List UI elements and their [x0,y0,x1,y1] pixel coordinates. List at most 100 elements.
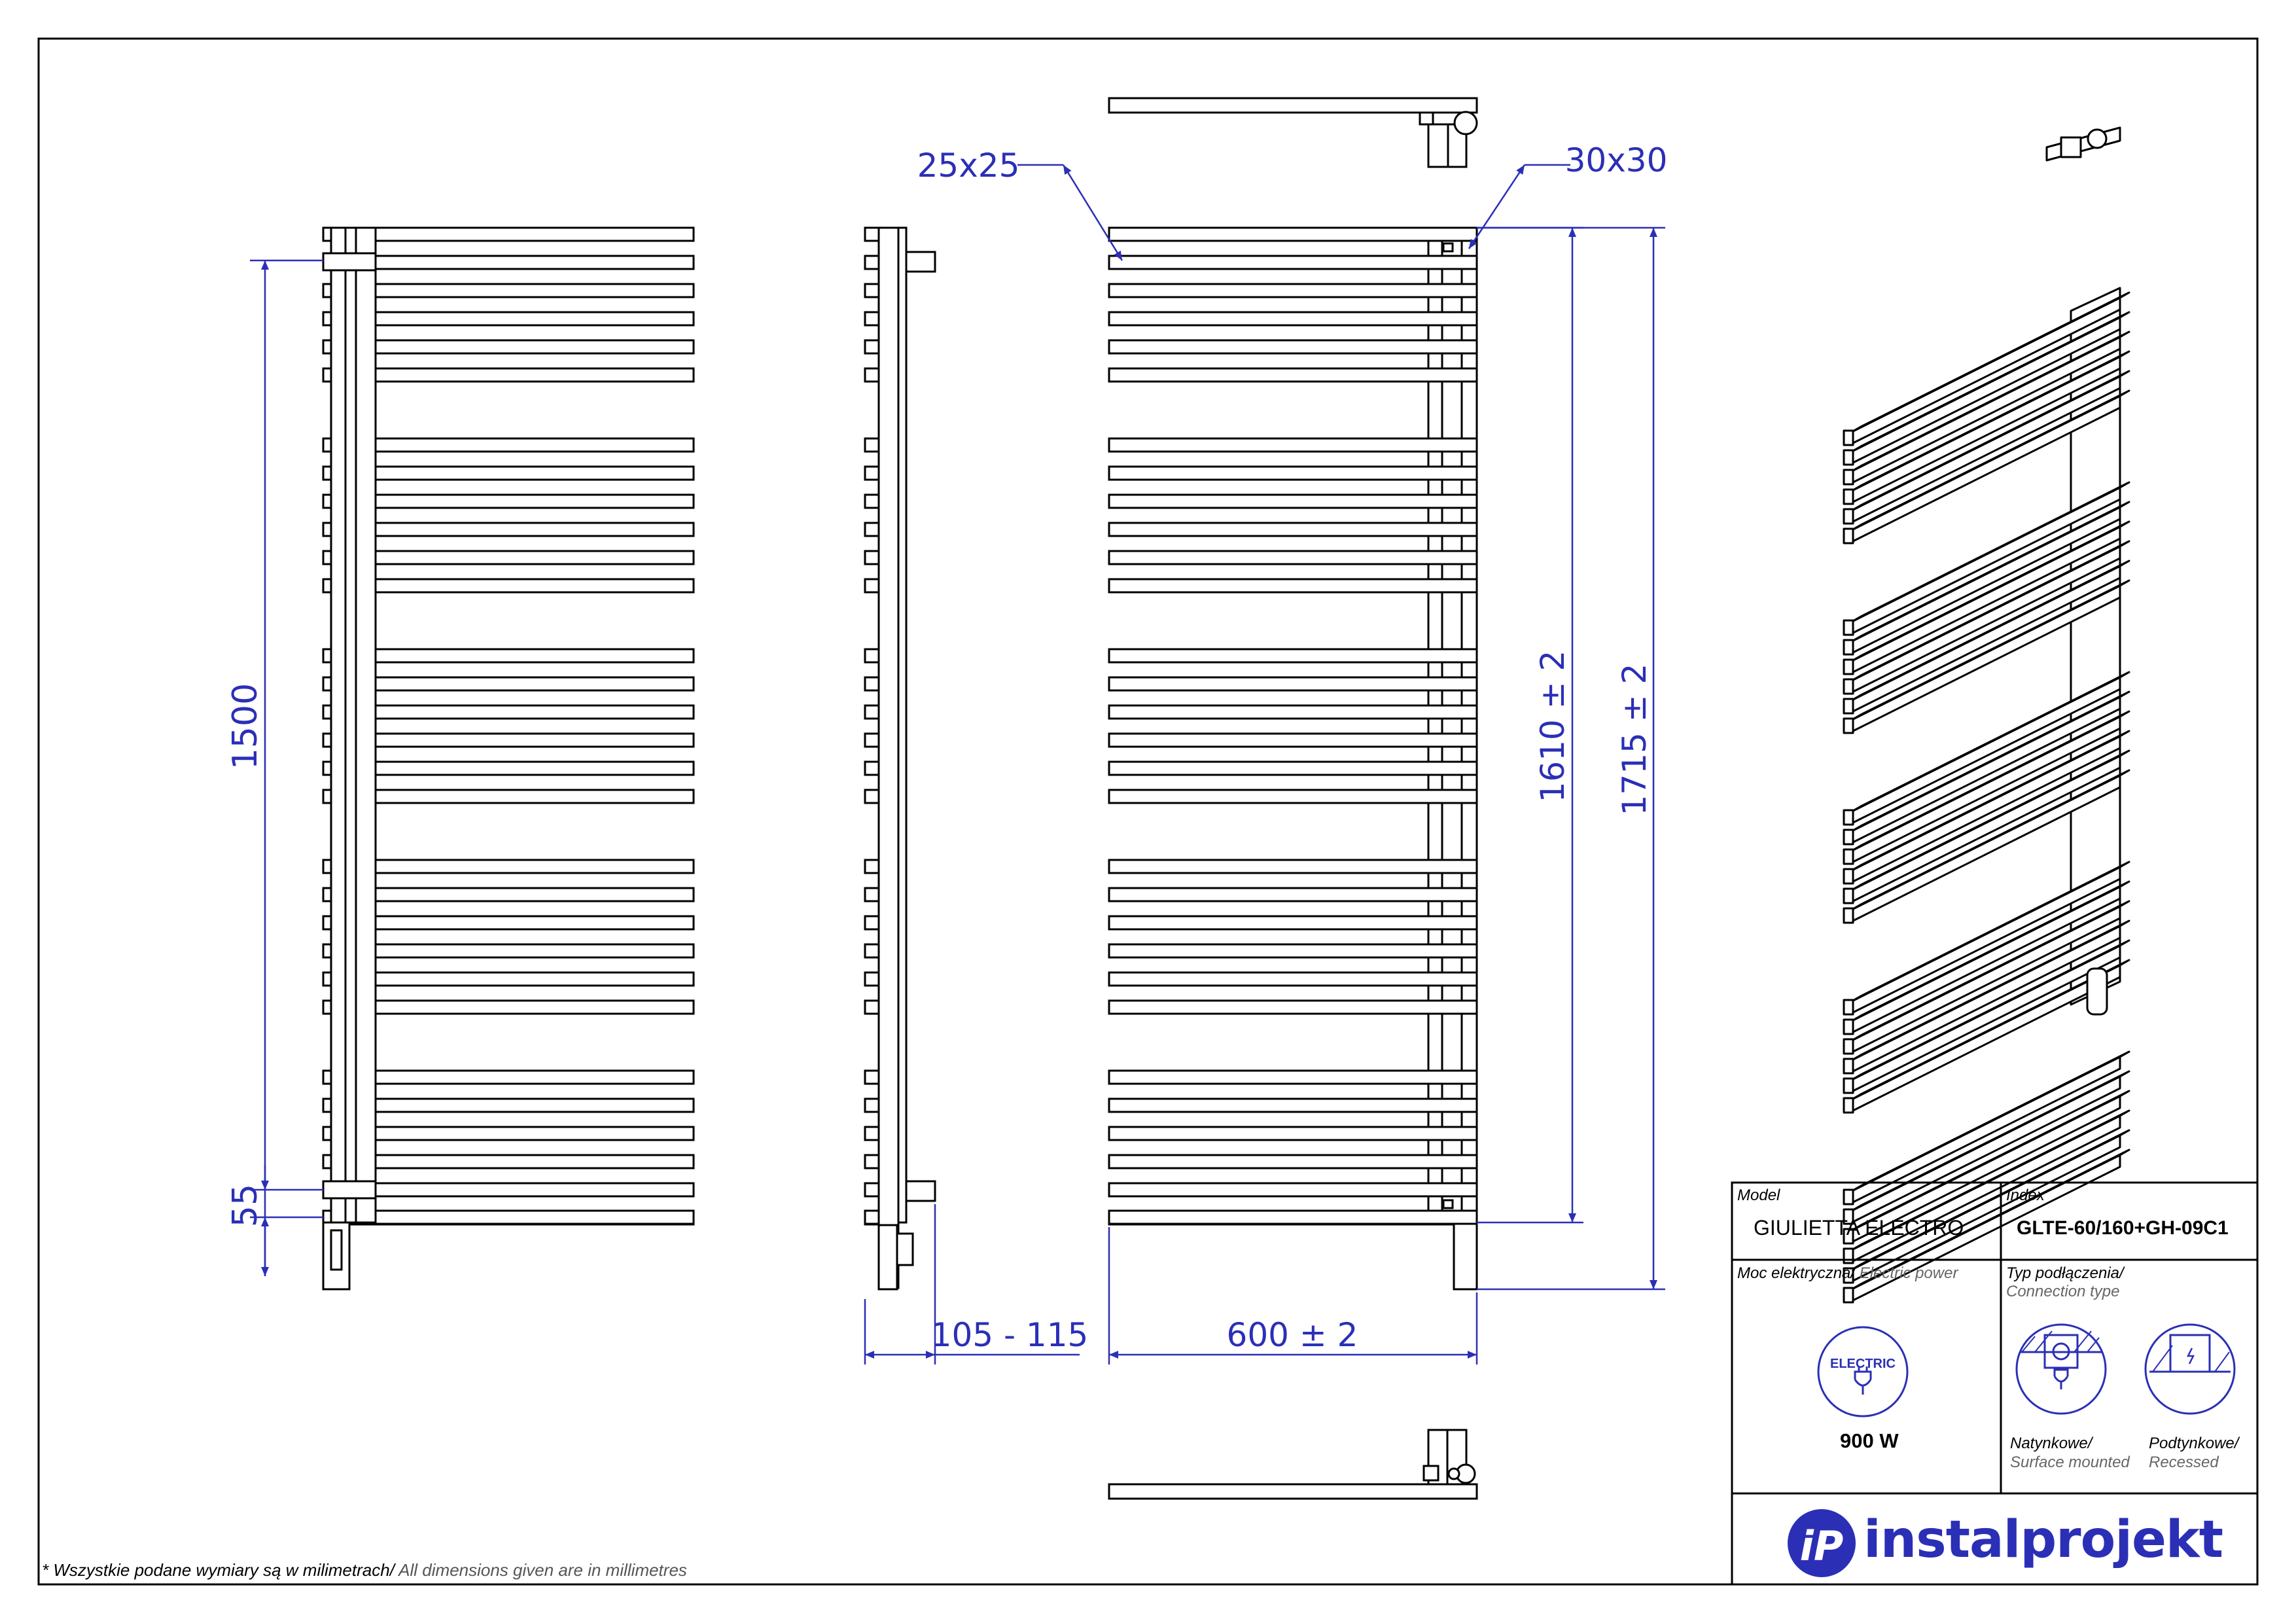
iso-top-cap [2045,126,2121,162]
iso-bar-top [1850,389,2130,531]
leader-30-arrow [1468,164,1526,249]
back-bar [374,887,695,902]
power-label: Moc elektryczna/ Electric power [1737,1264,1958,1283]
back-bar [374,522,695,537]
iso-bar-end [1843,1247,1854,1264]
dim-depth-text: 105 - 115 [931,1316,1089,1354]
dim-depth-line-arrowhead [926,1351,935,1359]
back-bar [374,789,695,804]
side-bar-end [864,943,880,959]
side-bar-end [864,999,880,1015]
bottom-bracket [322,1180,377,1200]
iso-bar-top [1850,1149,2130,1291]
dim-1610-line-arrowhead [1568,228,1576,237]
back-bar [374,578,695,594]
iso-bar-top [1850,540,2130,682]
back-bar [374,1182,695,1198]
side-bar-end [864,1182,880,1198]
front-bar [1108,578,1478,594]
surface-label-en: Surface mounted [2010,1454,2130,1471]
iso-bar-top [1850,919,2130,1061]
electric-power-icon [1817,1326,1909,1418]
back-bar [374,971,695,987]
front-bar [1108,915,1478,931]
iso-bar-end [1843,639,1854,656]
back-bar [374,226,695,242]
back-bar [374,1126,695,1141]
leader-25-arrow-arrowhead [1114,250,1122,260]
dim-height-total-text: 1715 ± 2 [1616,664,1653,816]
iso-bar-end [1843,698,1854,715]
front-bar [1108,550,1478,565]
side-bar-end [864,915,880,931]
iso-top-knob [2087,128,2108,149]
top-bracket [322,252,377,272]
power-label-en: Electric power [1855,1264,1958,1282]
tube-25-label: 25x25 [917,147,1020,185]
iso-bar-top [1850,579,2130,721]
dim-1500-text: 1500 [226,683,265,770]
front-bar [1108,999,1478,1015]
power-value: 900 W [1840,1429,1899,1452]
heater-inner [330,1229,343,1271]
recessed-label: Podtynkowe/ [2149,1435,2239,1452]
back-bar [374,760,695,776]
side-bar-end [864,437,880,453]
back-bar [374,367,695,383]
iso-bar-top [1850,880,2130,1022]
back-left-rail [330,226,347,1224]
side-bar-end [864,971,880,987]
logo-mark-text: iP [1800,1522,1844,1570]
side-bar-end [864,887,880,902]
side-bar-end [864,1069,880,1085]
back-bar [374,1097,695,1113]
iso-bar-top [1850,1129,2130,1271]
model-value: GIULIETTA ELECTRO [1754,1216,1964,1240]
dim-width-line-arrowhead [1109,1351,1118,1359]
front-bar [1108,789,1478,804]
tube-30-label: 30x30 [1565,141,1668,179]
iso-bar-end [1843,887,1854,904]
instalprojekt-logo-icon: iP [1788,1509,1856,1577]
front-bar [1108,1097,1478,1113]
iso-bar-top [1850,560,2130,702]
front-bar [1108,255,1478,270]
iso-bar-end [1843,1018,1854,1035]
front-bar [1108,1126,1478,1141]
back-bar [374,732,695,748]
back-bar [374,915,695,931]
back-bar [374,465,695,481]
front-bar [1108,971,1478,987]
front-bottom-marker [1442,1199,1454,1209]
front-heater [1453,1222,1478,1291]
dim-height-inner-text: 1610 ± 2 [1534,651,1572,803]
iso-bar-end [1843,527,1854,544]
back-bar [374,648,695,664]
dimension-lines [250,164,1665,1364]
iso-heater [2086,967,2108,1016]
iso-bar-top [1850,370,2130,512]
iso-bar-top [1850,710,2130,852]
back-bar [374,283,695,298]
front-bar [1108,1182,1478,1198]
iso-bar-end [1843,907,1854,924]
front-bar [1108,732,1478,748]
back-rail-inner [344,226,357,1224]
footnote-en: All dimensions given are in millimetres [394,1560,687,1580]
front-bar [1108,1209,1478,1225]
front-bar [1108,1069,1478,1085]
front-bar [1108,704,1478,720]
surface-label: Natynkowe/ [2010,1435,2093,1452]
iso-bar-top [1850,330,2130,473]
bottom-plan-view [1108,1429,1478,1500]
back-bar [374,1209,695,1225]
iso-bar-end [1843,508,1854,525]
dim-1500-line-arrowhead [261,260,269,270]
front-bar [1108,676,1478,692]
front-bar [1108,339,1478,355]
connection-label-en: Connection type [2006,1283,2120,1300]
front-bar [1108,311,1478,327]
recessed-label-en: Recessed [2149,1454,2219,1471]
iso-bar-top [1850,900,2130,1042]
